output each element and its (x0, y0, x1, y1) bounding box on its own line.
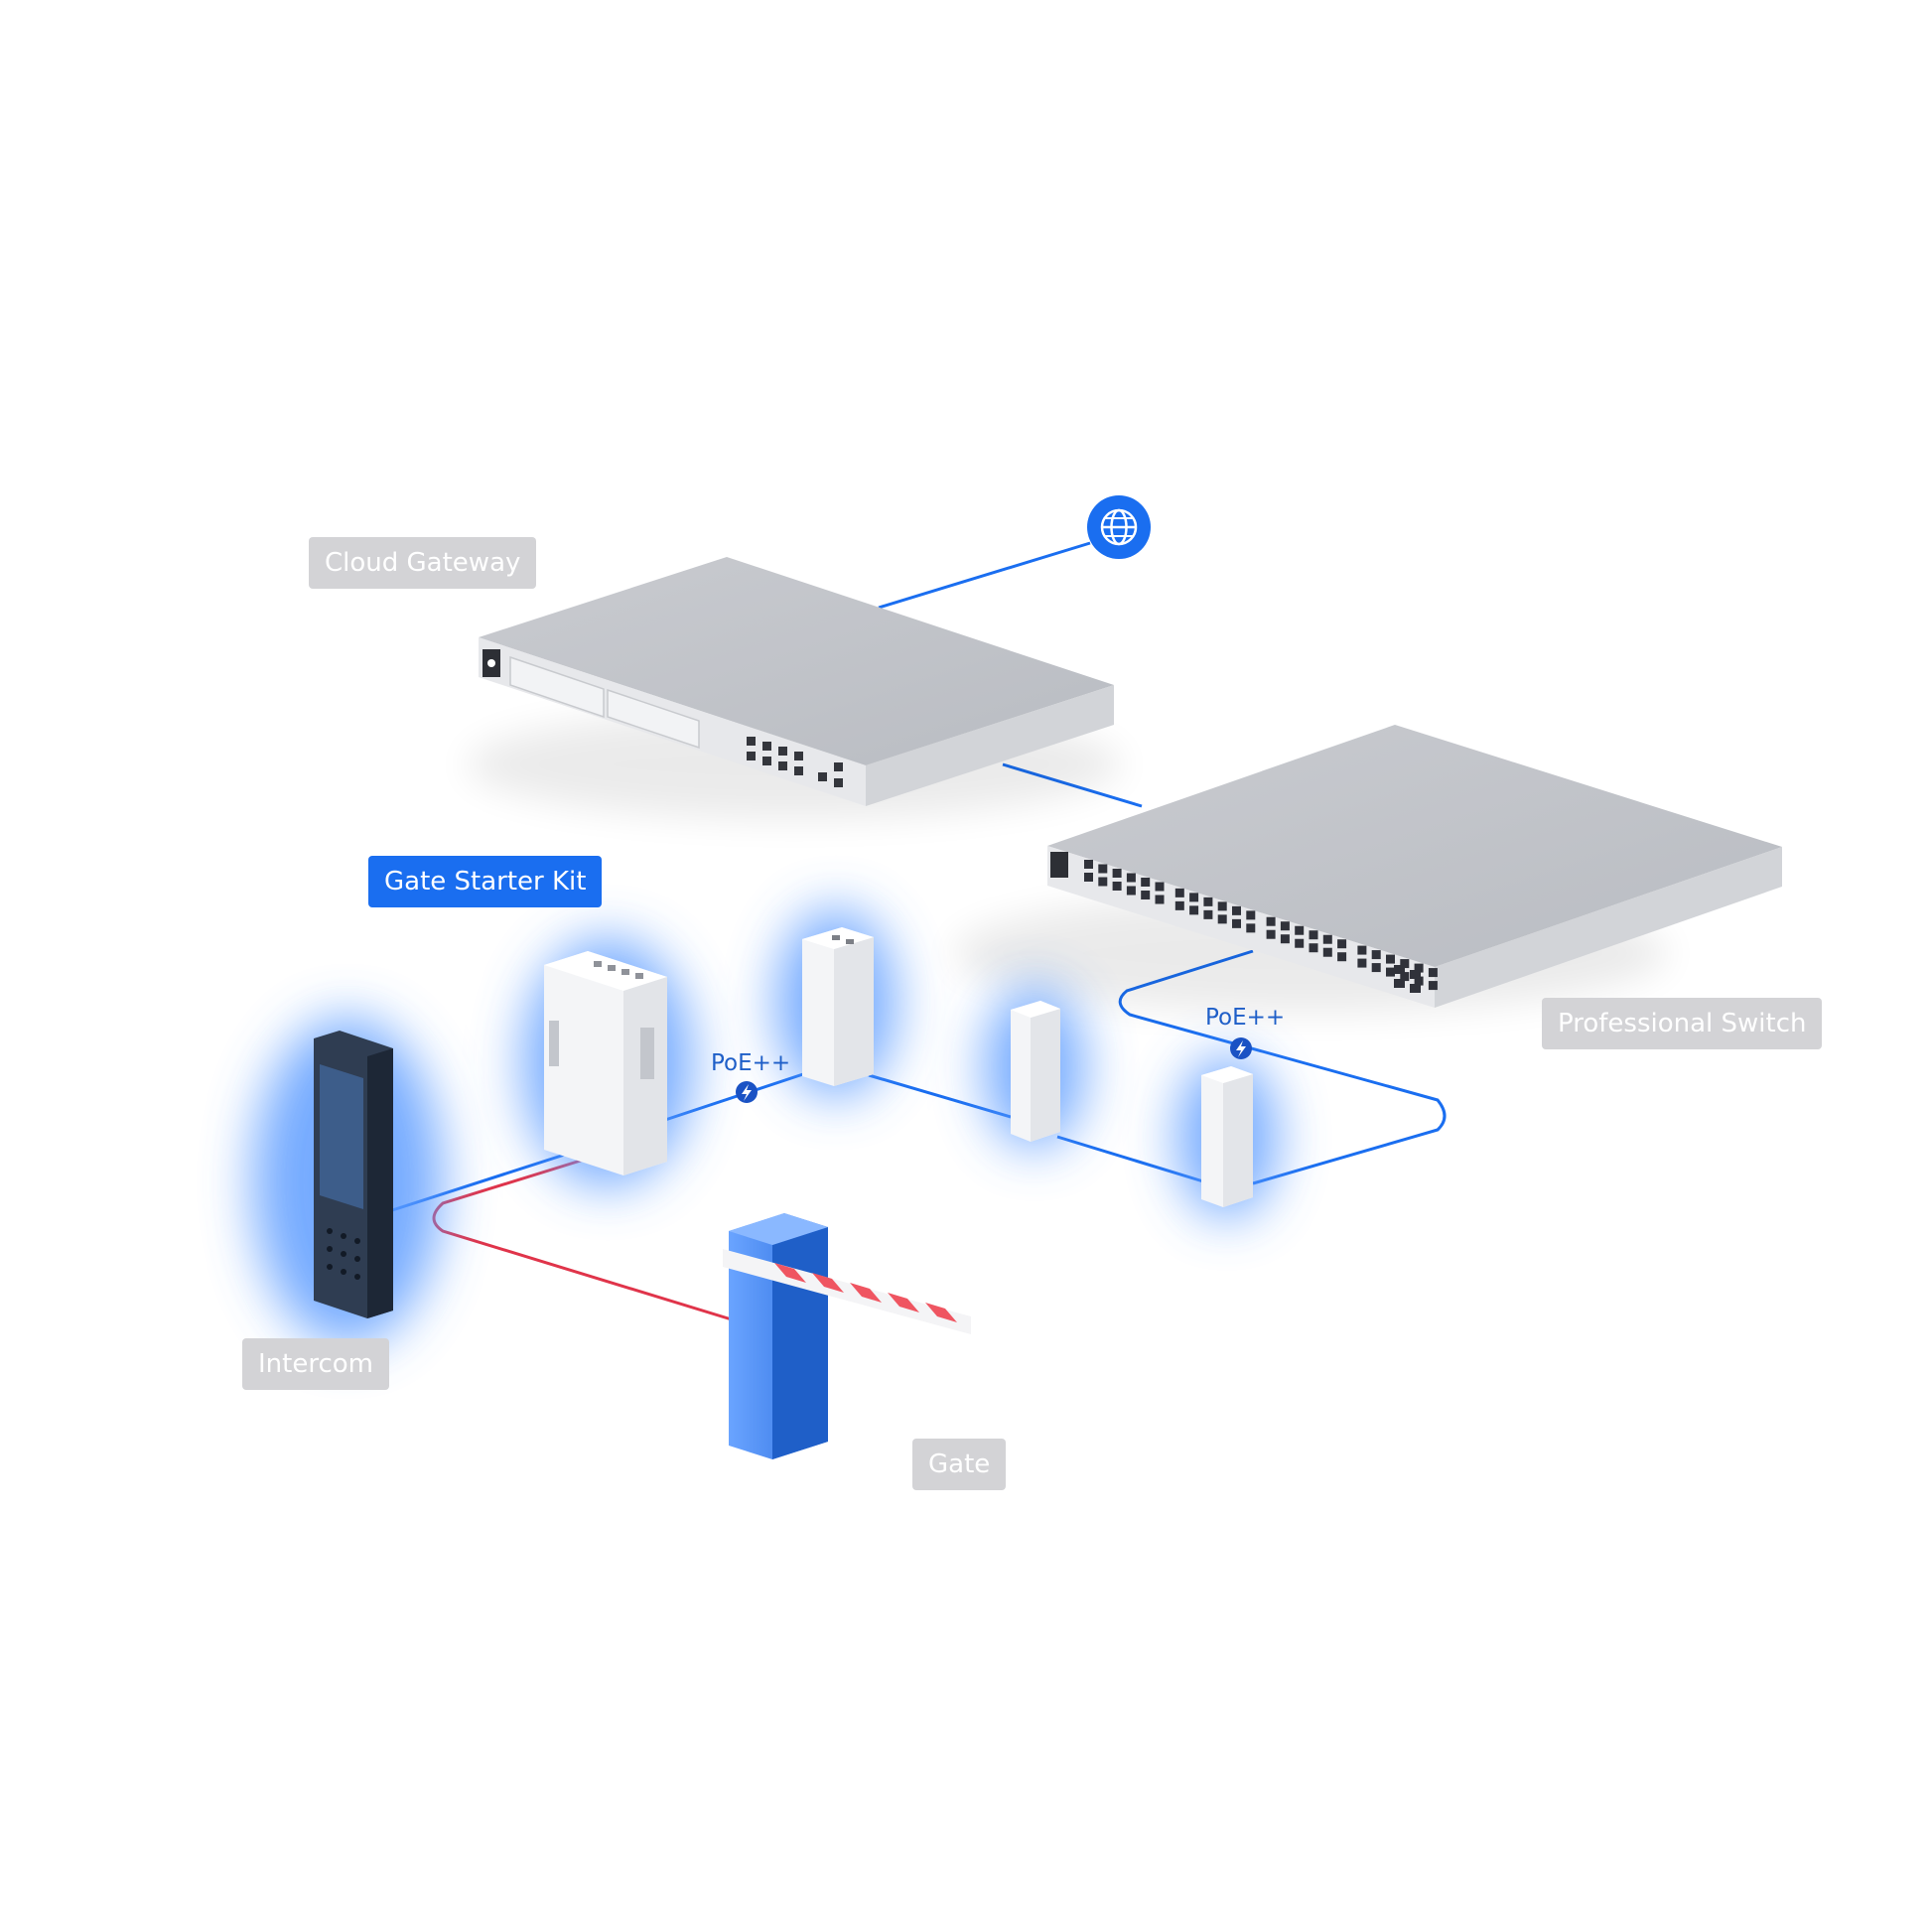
switch-port (1371, 963, 1381, 973)
switch-port (1357, 958, 1367, 968)
switch-port (1266, 916, 1276, 926)
switch-port (1217, 914, 1227, 924)
poe-injector-3 (1201, 1066, 1253, 1207)
professional-switch-device (953, 725, 1782, 1013)
gate-barrier-device (723, 1213, 971, 1459)
switch-port (1141, 878, 1151, 887)
switch-port (1322, 934, 1332, 944)
professional-switch-label: Professional Switch (1542, 998, 1823, 1049)
switch-port (1400, 959, 1410, 969)
switch-port (1098, 877, 1108, 887)
switch-port (1232, 918, 1241, 928)
globe-icon (1087, 495, 1151, 559)
lightning-bolt-icon (736, 1081, 758, 1103)
switch-port (1428, 968, 1438, 978)
switch-port (1112, 882, 1122, 891)
switch-port (1357, 945, 1367, 955)
switch-port (1112, 869, 1122, 878)
switch-sfp-port (1394, 965, 1405, 974)
switch-port (1309, 930, 1318, 940)
lightning-bolt-icon (1230, 1037, 1252, 1059)
poe-label-left: PoE++ (711, 1050, 791, 1076)
switch-port (1217, 901, 1227, 911)
switch-port (1232, 905, 1241, 915)
intercom-label: Intercom (242, 1338, 389, 1390)
switch-port (1155, 895, 1165, 904)
switch-port (1386, 954, 1395, 964)
switch-port (1280, 934, 1290, 944)
switch-port (1322, 947, 1332, 957)
switch-port (1400, 972, 1410, 982)
switch-port (1098, 864, 1108, 874)
cloud-gateway-device (467, 557, 1122, 819)
switch-port (1084, 873, 1093, 882)
switch-sfp-port (1410, 970, 1421, 979)
switch-port (1337, 939, 1347, 949)
switch-port (1246, 923, 1256, 933)
switch-port-grid (1084, 860, 1438, 993)
switch-port (1189, 893, 1199, 902)
switch-port (1174, 888, 1184, 897)
gate-hub-device (544, 951, 667, 1175)
switch-port (1203, 897, 1213, 906)
switch-port (1295, 938, 1305, 948)
internet-link (878, 541, 1091, 610)
injector-chain-link-b (868, 1073, 1012, 1119)
switch-port (1428, 981, 1438, 991)
switch-port (1337, 952, 1347, 962)
poe-label-right: PoE++ (1205, 1005, 1286, 1031)
switch-port (1246, 910, 1256, 920)
switch-port (1203, 909, 1213, 919)
switch-sfp-port (1394, 979, 1405, 988)
switch-port (1126, 886, 1136, 896)
switch-port (1280, 921, 1290, 931)
switch-sfp-port (1410, 984, 1421, 993)
switch-port (1126, 873, 1136, 883)
poe-injector-2 (1011, 1001, 1060, 1142)
switch-port (1084, 860, 1093, 869)
cloud-gateway-label: Cloud Gateway (309, 537, 537, 589)
switch-port (1266, 929, 1276, 939)
switch-port (1386, 967, 1395, 977)
switch-port (1414, 963, 1424, 973)
switch-port (1309, 943, 1318, 953)
gate-starter-kit-label: Gate Starter Kit (368, 856, 603, 907)
switch-port (1141, 891, 1151, 899)
intercom-device (314, 1031, 393, 1318)
switch-port (1155, 882, 1165, 892)
switch-port (1295, 925, 1305, 935)
injector-chain-link-a (1056, 1135, 1204, 1183)
switch-port (1371, 950, 1381, 960)
gate-label: Gate (912, 1439, 1007, 1490)
switch-port (1189, 905, 1199, 915)
poe-injector-1 (802, 927, 874, 1086)
switch-port (1414, 976, 1424, 986)
switch-port (1174, 900, 1184, 910)
